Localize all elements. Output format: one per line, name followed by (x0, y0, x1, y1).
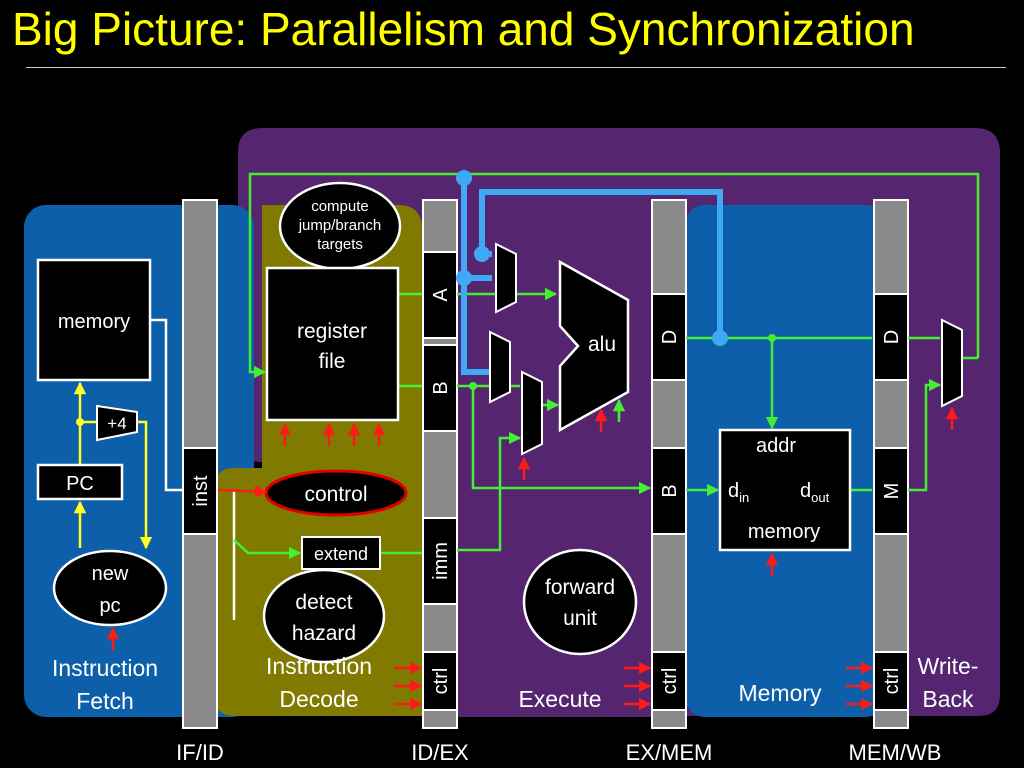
field-ctrl-idex-label: ctrl (430, 668, 452, 695)
compute-targets-line1: compute (311, 198, 369, 215)
ex-mem-d-field (651, 293, 687, 381)
title-divider (26, 67, 1006, 68)
alu-label: alu (588, 333, 616, 356)
forward-unit-line2: unit (563, 607, 597, 630)
imem-to-ifid-wire (150, 318, 183, 492)
field-ctrl-memwb-label: ctrl (881, 668, 903, 695)
mem-wb-m-field (873, 447, 909, 535)
mux-b-forward (489, 330, 511, 404)
fetch-stage-line2: Fetch (76, 688, 134, 714)
decode-stage-line2: Decode (279, 686, 358, 712)
d-junction (768, 334, 776, 342)
ex-mem-ctrl-field (651, 651, 687, 711)
writeback-stage-line2: Back (922, 686, 974, 712)
plus4-adder (96, 404, 138, 442)
alu-unit (558, 259, 630, 433)
datapath-wires (233, 172, 980, 560)
compute-targets-line3: targets (317, 236, 363, 253)
pc-register (36, 463, 124, 501)
forward-junction-a (474, 246, 490, 262)
plus4-label: +4 (107, 414, 126, 433)
ex-mem-register (651, 199, 687, 729)
execute-stage-label: Execute (518, 686, 601, 712)
extend-unit (301, 536, 381, 570)
compute-targets-line2: jump/branch (298, 217, 382, 234)
field-m-memwb-label: M (881, 483, 903, 500)
id-ex-register (422, 199, 458, 729)
mux-imm-select (521, 370, 543, 456)
register-file-line1: register (297, 320, 367, 343)
data-memory (718, 428, 852, 552)
id-ex-label: ID/EX (411, 740, 469, 765)
ex-mem-label: EX/MEM (626, 740, 713, 765)
detect-hazard-line1: detect (295, 591, 352, 614)
forward-unit-line1: forward (545, 576, 615, 599)
forward-junction-mid (456, 270, 472, 286)
ex-mem-b-field (651, 447, 687, 535)
field-d-memwb-label: D (881, 330, 903, 344)
instruction-memory-label: memory (58, 311, 130, 333)
id-ex-ctrl-field (422, 651, 458, 711)
fetch-stage-line1: Instruction (52, 655, 158, 681)
detect-hazard-unit (262, 568, 386, 664)
field-b-label: B (430, 381, 452, 394)
mem-wb-d-field (873, 293, 909, 381)
id-ex-b-field (422, 344, 458, 432)
mem-wb-label: MEM/WB (849, 740, 942, 765)
writeback-stage-line1: Write- (918, 653, 979, 679)
new-pc-label-line2: pc (99, 595, 120, 617)
field-ctrl-exmem-label: ctrl (659, 668, 681, 695)
memory-stage-label: Memory (738, 680, 822, 706)
mem-wb-ctrl-field (873, 651, 909, 711)
new-pc-unit (52, 549, 168, 627)
mem-wb-register (873, 199, 909, 729)
forward-junction-d (712, 330, 728, 346)
field-inst-label: inst (190, 475, 212, 507)
forward-junction-top (456, 170, 472, 186)
decode-stage-line1: Instruction (266, 653, 372, 679)
writeback-mux (941, 318, 963, 408)
if-id-register (182, 199, 218, 729)
field-d-exmem-label: D (659, 330, 681, 344)
forward-unit (522, 548, 638, 656)
id-ex-a-field (422, 251, 458, 339)
data-memory-dout: dout (800, 480, 830, 505)
register-file (265, 266, 400, 422)
new-pc-label-line1: new (92, 563, 129, 585)
data-memory-addr: addr (756, 435, 796, 457)
extend-label: extend (314, 544, 368, 564)
control-signal-arrows (106, 406, 959, 711)
register-file-line2: file (319, 350, 346, 373)
pc-label: PC (66, 473, 94, 495)
field-b-exmem-label: B (659, 484, 681, 497)
id-ex-imm-field (422, 517, 458, 605)
fetch-junction (76, 418, 84, 426)
data-memory-din: din (728, 480, 749, 505)
field-imm-label: imm (430, 542, 452, 580)
if-id-label: IF/ID (176, 740, 224, 765)
slide-title: Big Picture: Parallelism and Synchroniza… (12, 3, 915, 55)
instruction-memory (36, 258, 152, 382)
mux-a-forward (495, 242, 517, 314)
detect-hazard-line2: hazard (292, 622, 356, 645)
data-memory-label: memory (748, 521, 820, 543)
field-a-label: A (430, 288, 452, 302)
b-junction (469, 382, 477, 390)
control-label: control (304, 483, 367, 506)
